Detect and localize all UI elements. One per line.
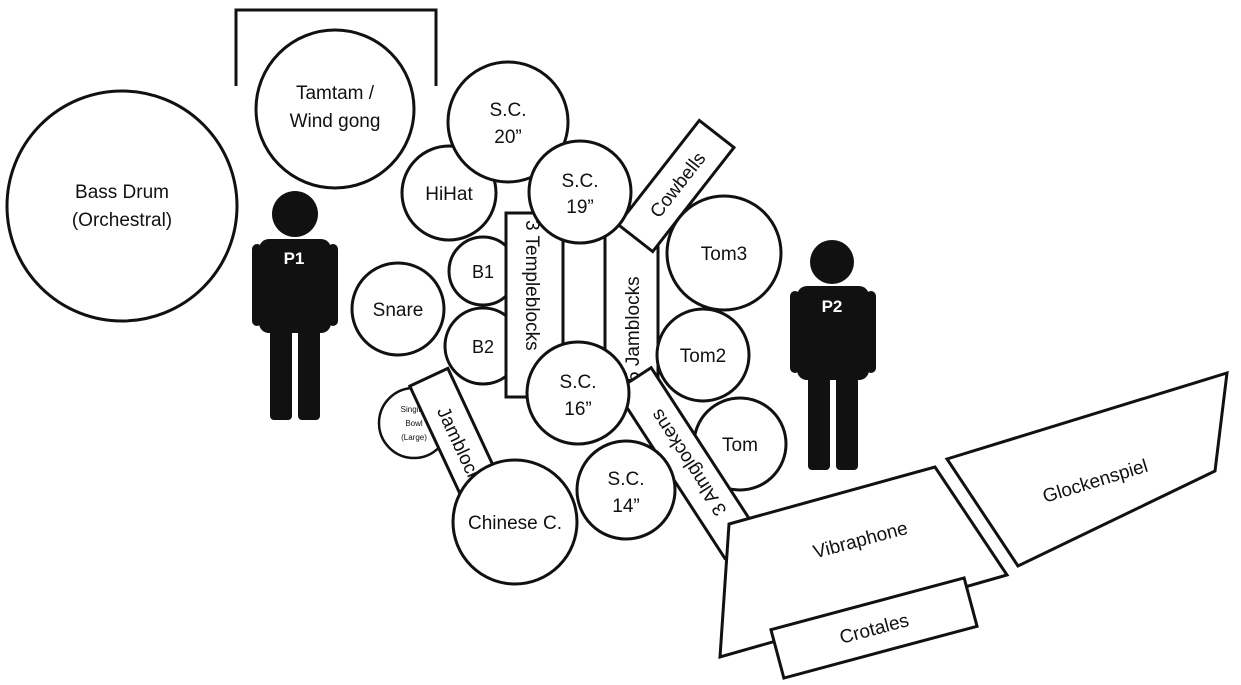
suspended-cymbal-19: S.C. 19” <box>527 139 633 245</box>
chinese-cymbal: Chinese C. <box>451 458 579 586</box>
bass-drum: Bass Drum (Orchestral) <box>5 89 239 323</box>
singing-bowl-label-3: (Large) <box>401 433 427 442</box>
tom2-label: Tom2 <box>680 346 726 367</box>
sc16-label-1: S.C. <box>560 372 597 393</box>
player-2-label: P2 <box>822 297 843 316</box>
sc14-label-2: 14” <box>612 496 639 517</box>
tamtam-stand-frame <box>234 8 438 86</box>
bass-drum-label-2: (Orchestral) <box>72 210 172 231</box>
sc16-label-2: 16” <box>564 399 591 420</box>
sc19-label-2: 19” <box>566 197 593 218</box>
player-1-figure: P1 <box>252 191 338 420</box>
jamblocks-label: 5 Jamblocks <box>623 276 644 382</box>
tamtam: Tamtam / Wind gong <box>254 28 416 190</box>
tamtam-label-2: Wind gong <box>290 111 381 132</box>
suspended-cymbal-14: S.C. 14” <box>575 439 677 541</box>
snare-label: Snare <box>373 300 424 321</box>
svg-text:Bass Drum: Bass Drum <box>75 182 169 203</box>
b1: B1 <box>447 235 519 307</box>
suspended-cymbal-16: S.C. 16” <box>525 340 631 446</box>
sc19-label-1: S.C. <box>562 171 599 192</box>
crotales: Crotales <box>769 576 979 680</box>
player-1-label: P1 <box>284 249 305 268</box>
vibraphone: Vibraphone <box>718 465 1010 660</box>
tom3-label: Tom3 <box>701 244 747 265</box>
sc20-label-2: 20” <box>494 127 521 148</box>
singing-bowl-label-2: Bowl <box>405 419 423 428</box>
b1-label: B1 <box>472 262 494 282</box>
tom2: Tom2 <box>655 307 751 403</box>
b2-label: B2 <box>472 337 494 357</box>
glockenspiel: Glockenspiel <box>944 370 1229 568</box>
snare: Snare <box>350 261 446 357</box>
sc20-label-1: S.C. <box>490 100 527 121</box>
sc14-label-1: S.C. <box>608 469 645 490</box>
tom-label: Tom <box>722 435 758 456</box>
templeblocks-label: 3 Templeblocks <box>521 220 542 351</box>
hihat-label: HiHat <box>425 184 473 205</box>
tom3: Tom3 <box>665 194 783 312</box>
svg-text:(Orchestral): (Orchestral) <box>72 210 172 231</box>
singing-bowl-label-1: Singing <box>401 405 428 414</box>
chinese-cymbal-label: Chinese C. <box>468 513 562 534</box>
player-2-figure: P2 <box>790 240 876 470</box>
bass-drum-label-1: Bass Drum <box>75 182 169 203</box>
tamtam-label-1: Tamtam / <box>296 83 375 104</box>
suspended-cymbal-20: S.C. 20” <box>446 60 570 184</box>
